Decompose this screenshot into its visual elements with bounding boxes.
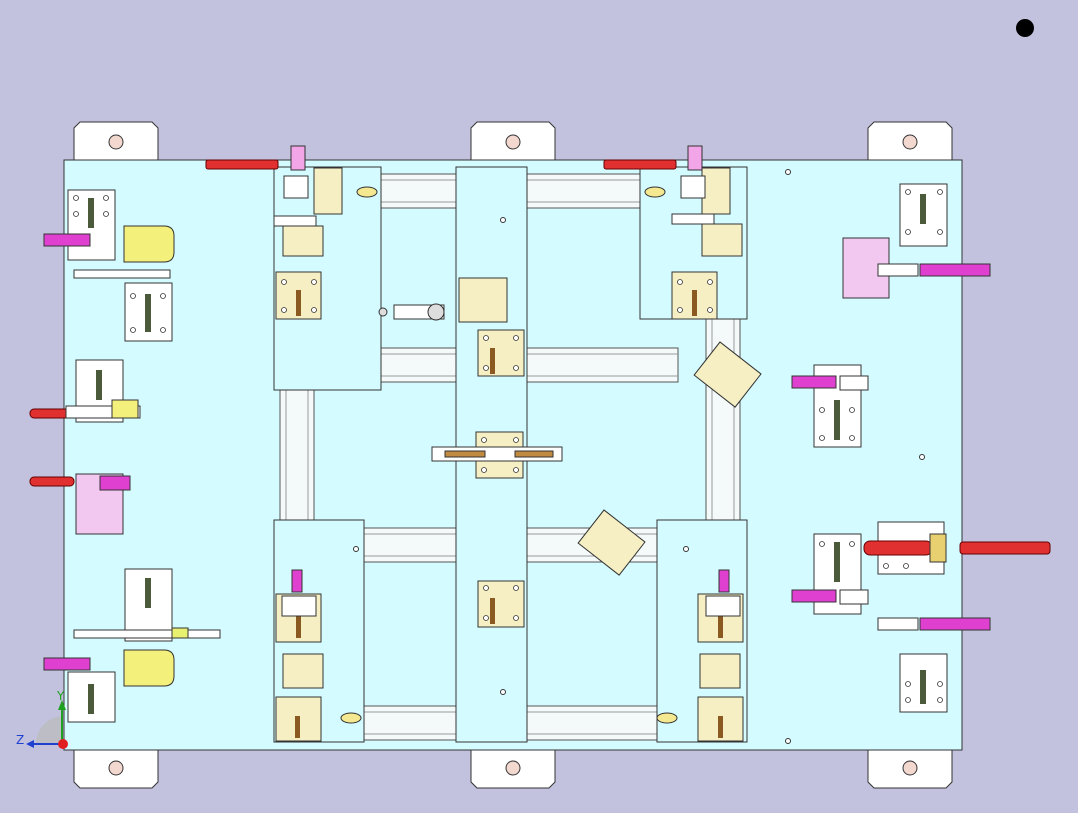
lemon-pad[interactable]	[123, 649, 175, 687]
red-handle[interactable]	[603, 159, 677, 170]
rail-left-vertical	[279, 387, 315, 523]
clamp-pad[interactable]	[701, 223, 743, 257]
lemon-pads	[123, 225, 175, 687]
clamp-pad[interactable]	[699, 653, 741, 689]
mounting-tabs-top	[73, 121, 953, 161]
axis-label-y: Y	[56, 689, 65, 703]
pink-post[interactable]	[687, 145, 703, 171]
red-rod[interactable]	[959, 541, 1051, 555]
mounting-hole	[108, 134, 124, 150]
top-handles	[205, 145, 703, 171]
red-rod[interactable]	[29, 476, 75, 487]
pins	[73, 189, 943, 703]
magenta-arm[interactable]	[291, 569, 303, 593]
magenta-clamp-arms	[43, 233, 991, 671]
clamp-pad[interactable]	[701, 167, 731, 215]
red-rod-clamps	[29, 408, 1051, 563]
clamp-pad[interactable]	[458, 277, 508, 323]
mounting-hole	[902, 134, 918, 150]
mounting-hole	[505, 760, 521, 776]
clamp-pad[interactable]	[282, 225, 324, 257]
magenta-arm[interactable]	[919, 617, 991, 631]
rotated-pad[interactable]	[693, 341, 762, 408]
clamp-pad[interactable]	[313, 167, 343, 215]
mounting-hole	[505, 134, 521, 150]
lemon-pad[interactable]	[123, 225, 175, 263]
magenta-arm[interactable]	[791, 375, 837, 389]
pad-slots	[295, 290, 723, 738]
clamp-pad[interactable]	[282, 653, 324, 689]
mounting-hole	[902, 760, 918, 776]
view-indicator-dot-icon[interactable]	[1016, 19, 1034, 37]
mounting-hole	[108, 760, 124, 776]
rotated-pads	[577, 341, 762, 576]
magenta-arm[interactable]	[43, 233, 91, 247]
mounting-tabs-bottom	[73, 747, 953, 789]
axis-label-z: Z	[16, 733, 24, 747]
magenta-arm[interactable]	[791, 589, 837, 603]
magenta-arm[interactable]	[919, 263, 991, 277]
magenta-arm[interactable]	[718, 569, 730, 593]
base-slots	[88, 194, 926, 714]
red-handle[interactable]	[205, 159, 279, 170]
bolt-heads	[340, 186, 678, 724]
red-rod[interactable]	[863, 540, 933, 556]
orientation-triad-icon[interactable]	[26, 700, 68, 749]
magenta-arm[interactable]	[99, 475, 131, 491]
linkages	[65, 175, 919, 639]
rail-top	[377, 173, 679, 209]
magenta-arm[interactable]	[43, 657, 91, 671]
rail-upper-mid	[377, 347, 679, 383]
rotated-pad[interactable]	[577, 509, 646, 576]
pink-post[interactable]	[290, 145, 306, 171]
clamp-collar[interactable]	[929, 533, 947, 563]
